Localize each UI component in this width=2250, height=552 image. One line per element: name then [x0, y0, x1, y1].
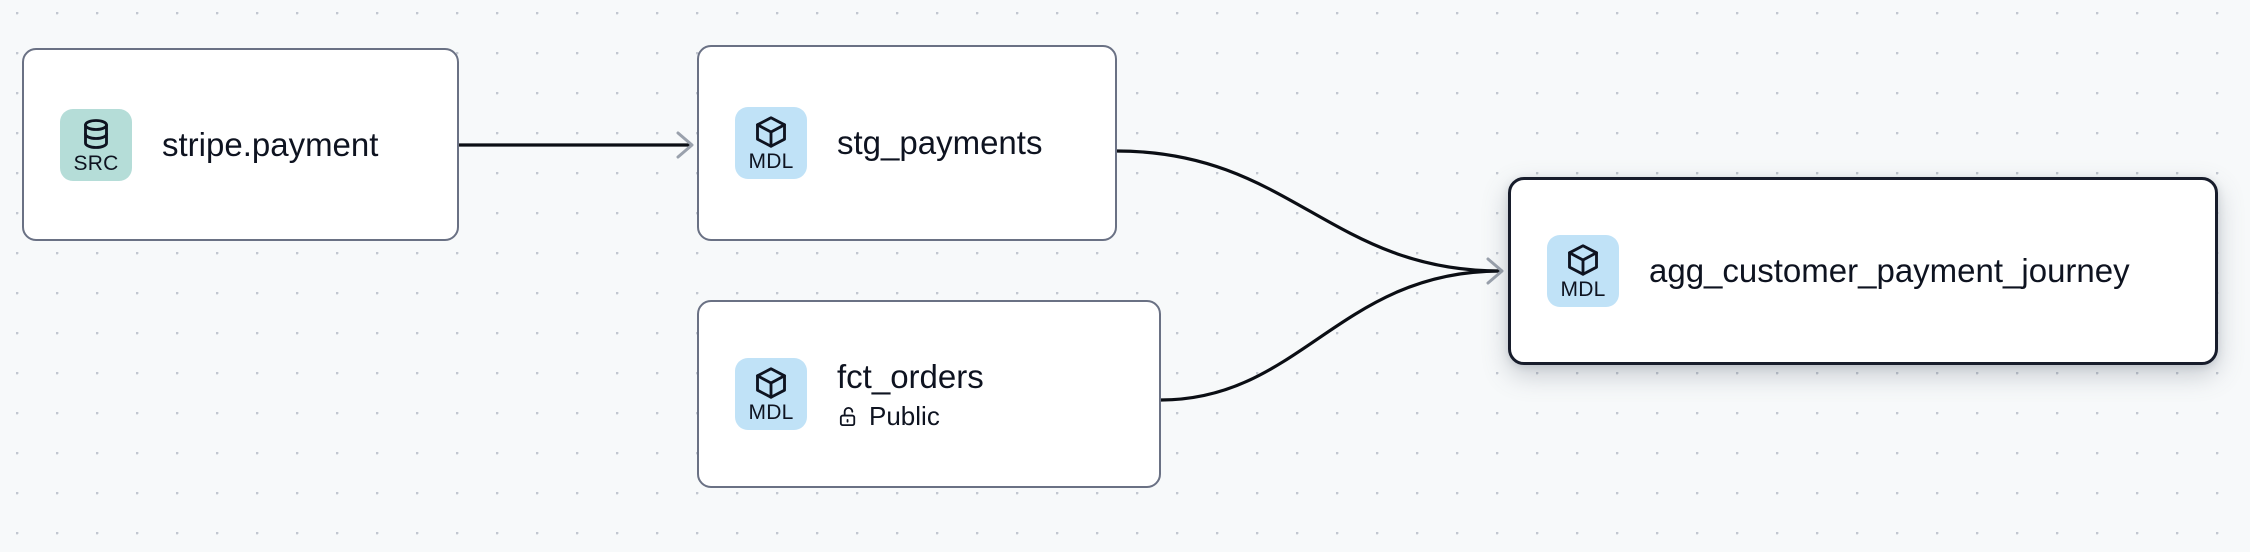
unlock-icon — [839, 406, 856, 426]
node-visibility: Public — [837, 401, 984, 431]
lineage-node-agg-customer-payment-journey[interactable]: MDL agg_customer_payment_journey — [1508, 177, 2218, 365]
badge-label: MDL — [748, 150, 794, 173]
lineage-node-fct-orders[interactable]: MDL fct_orders Public — [697, 300, 1161, 488]
edge-stripe-to-stg — [459, 131, 694, 159]
node-title: stg_payments — [837, 124, 1043, 161]
model-badge: MDL — [1547, 235, 1619, 307]
node-body: agg_customer_payment_journey — [1649, 251, 2130, 291]
node-title: agg_customer_payment_journey — [1649, 252, 2130, 289]
node-title: stripe.payment — [162, 125, 379, 163]
database-icon — [84, 118, 108, 149]
node-body: stg_payments — [837, 123, 1042, 163]
cube-icon — [756, 116, 786, 148]
source-badge: SRC — [60, 108, 132, 181]
badge-label: MDL — [1560, 278, 1606, 301]
cube-icon — [756, 367, 786, 399]
cube-icon — [1568, 244, 1598, 276]
lineage-node-stg-payments[interactable]: MDL stg_payments — [697, 45, 1117, 241]
node-title: fct_orders — [837, 358, 984, 395]
visibility-label: Public — [869, 401, 940, 431]
node-body: fct_orders Public — [837, 357, 984, 431]
badge-label: MDL — [748, 401, 794, 424]
lineage-node-stripe-payment[interactable]: SRC stripe.payment — [22, 48, 459, 241]
badge-label: SRC — [73, 151, 119, 175]
edge-fct-to-agg — [1160, 257, 1504, 402]
edge-stg-to-agg — [1116, 149, 1501, 273]
node-body: stripe.payment — [162, 125, 378, 165]
model-badge: MDL — [735, 358, 807, 430]
model-badge: MDL — [735, 107, 807, 179]
